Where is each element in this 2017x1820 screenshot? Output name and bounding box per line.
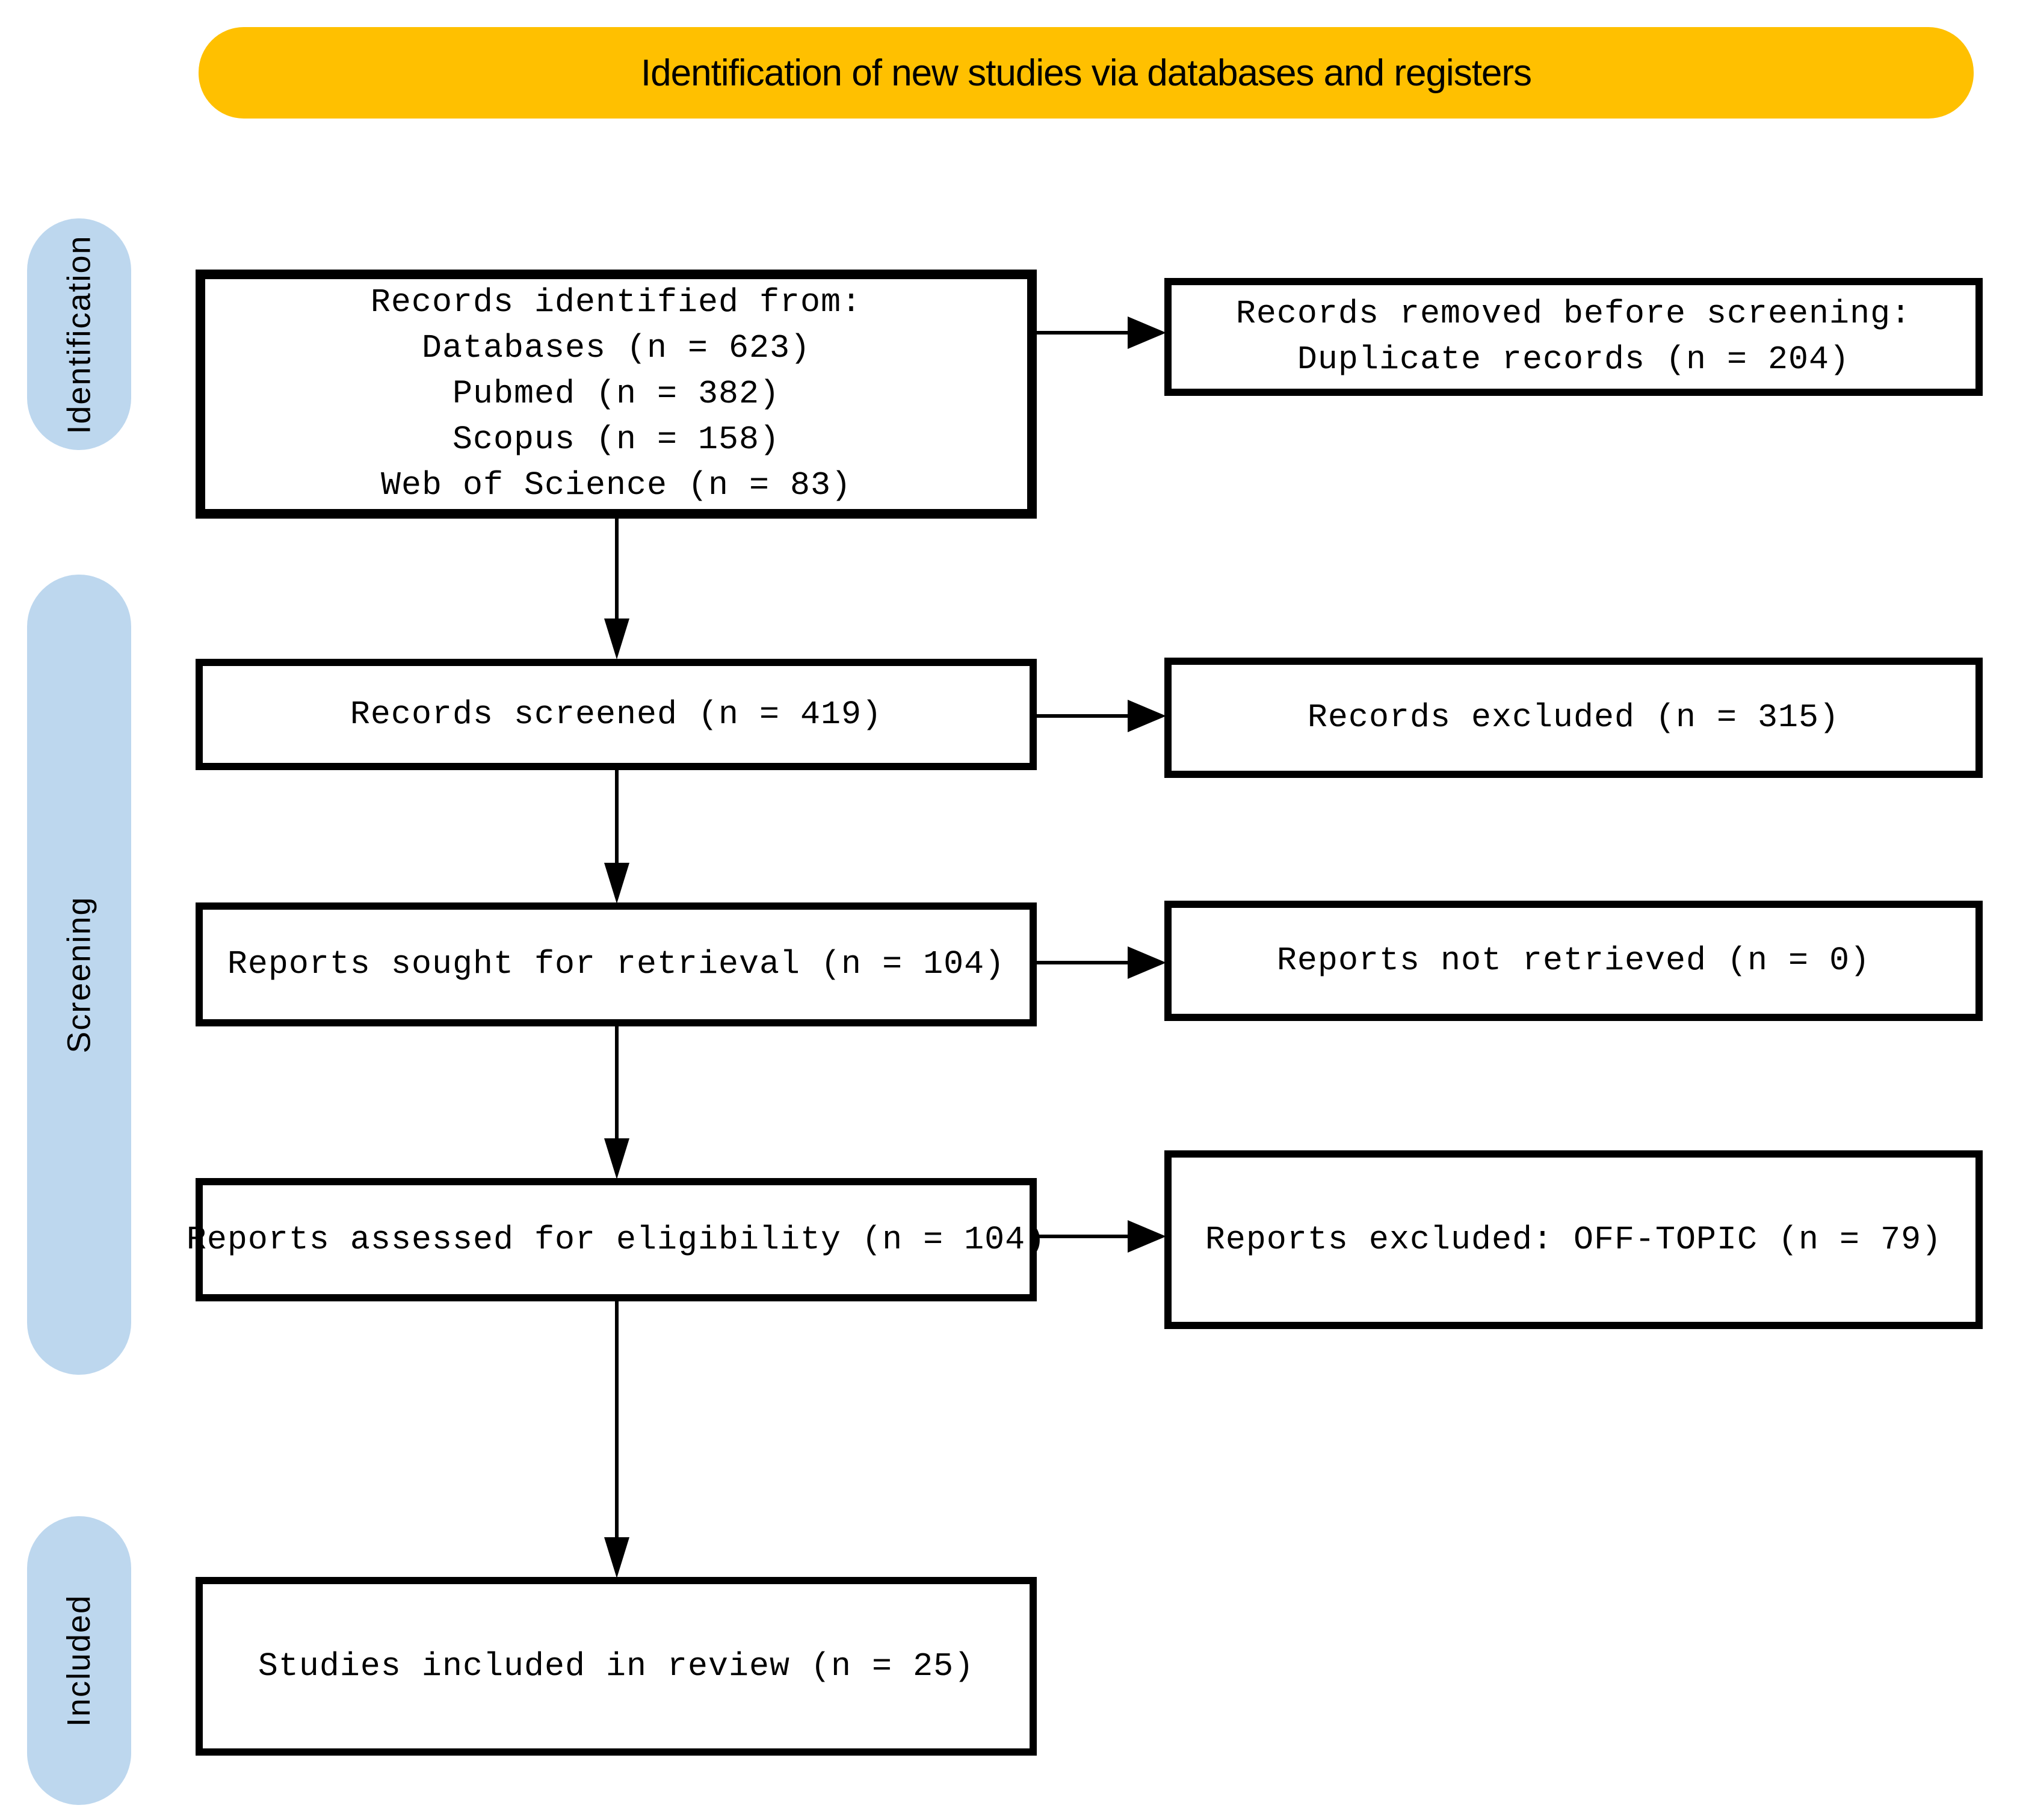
arrow-line bbox=[1037, 331, 1130, 335]
arrowhead-down-icon bbox=[604, 618, 629, 659]
box-records-removed-line: Duplicate records (n = 204) bbox=[1297, 341, 1850, 378]
arrow-line bbox=[615, 770, 619, 865]
arrow-line bbox=[615, 1026, 619, 1140]
arrow-line bbox=[615, 519, 619, 622]
arrowhead-down-icon bbox=[604, 1138, 629, 1179]
arrowhead-down-icon bbox=[604, 1537, 629, 1578]
stage-label-identification: Identification bbox=[27, 218, 131, 450]
box-studies-included: Studies included in review (n = 25) bbox=[196, 1577, 1037, 1756]
box-reports-not-retrieved-text: Reports not retrieved (n = 0) bbox=[1276, 942, 1871, 979]
title-banner: Identification of new studies via databa… bbox=[199, 27, 1974, 119]
stage-label-included: Included bbox=[27, 1516, 131, 1805]
box-records-screened-text: Records screened (n = 419) bbox=[350, 695, 883, 733]
diagram-title: Identification of new studies via databa… bbox=[640, 52, 1532, 94]
arrowhead-right-icon bbox=[1128, 700, 1166, 732]
stage-label-included-text: Included bbox=[61, 1594, 97, 1727]
box-records-identified-line: Scopus (n = 158) bbox=[452, 421, 780, 458]
box-records-identified: Records identified from: Databases (n = … bbox=[196, 270, 1037, 519]
box-reports-assessed-text: Reports assessed for eligibility (n = 10… bbox=[186, 1220, 1046, 1259]
box-records-identified-line: Records identified from: bbox=[370, 283, 862, 321]
box-reports-excluded-offtopic: Reports excluded: OFF-TOPIC (n = 79) bbox=[1164, 1150, 1983, 1329]
box-records-identified-line: Databases (n = 623) bbox=[421, 329, 811, 367]
box-records-removed: Records removed before screening: Duplic… bbox=[1164, 278, 1983, 396]
box-records-excluded-text: Records excluded (n = 315) bbox=[1307, 699, 1840, 736]
box-records-excluded: Records excluded (n = 315) bbox=[1164, 658, 1983, 778]
box-records-identified-line: Web of Science (n = 83) bbox=[380, 466, 852, 504]
arrow-line bbox=[615, 1301, 619, 1538]
arrowhead-right-icon bbox=[1128, 1220, 1166, 1253]
arrowhead-right-icon bbox=[1128, 946, 1166, 979]
arrowhead-down-icon bbox=[604, 863, 629, 904]
box-reports-sought: Reports sought for retrieval (n = 104) bbox=[196, 902, 1037, 1026]
box-records-removed-line: Records removed before screening: bbox=[1235, 295, 1912, 333]
box-studies-included-text: Studies included in review (n = 25) bbox=[258, 1647, 975, 1685]
box-reports-sought-text: Reports sought for retrieval (n = 104) bbox=[227, 945, 1005, 983]
arrowhead-right-icon bbox=[1128, 316, 1166, 349]
stage-label-screening-text: Screening bbox=[61, 896, 97, 1053]
arrow-line bbox=[1037, 961, 1130, 964]
box-records-screened: Records screened (n = 419) bbox=[196, 659, 1037, 770]
arrow-line bbox=[1037, 714, 1130, 718]
stage-label-identification-text: Identification bbox=[61, 234, 97, 434]
arrow-line bbox=[1037, 1235, 1130, 1238]
box-reports-excluded-offtopic-text: Reports excluded: OFF-TOPIC (n = 79) bbox=[1205, 1220, 1942, 1259]
box-reports-not-retrieved: Reports not retrieved (n = 0) bbox=[1164, 901, 1983, 1021]
stage-label-screening: Screening bbox=[27, 575, 131, 1375]
box-reports-assessed: Reports assessed for eligibility (n = 10… bbox=[187, 1178, 1045, 1301]
box-records-identified-line: Pubmed (n = 382) bbox=[452, 375, 780, 413]
